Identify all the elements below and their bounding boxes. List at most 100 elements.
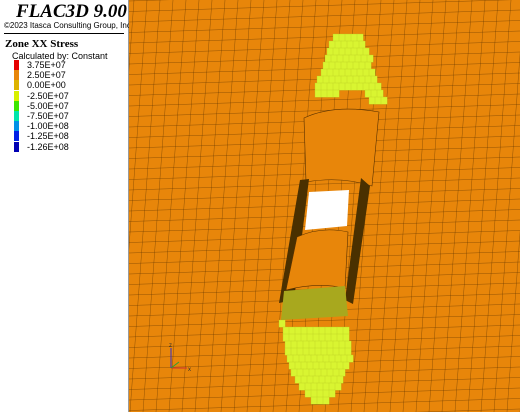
- stress-cell: [322, 61, 330, 70]
- stress-cell: [346, 40, 354, 49]
- stress-cell: [332, 368, 340, 377]
- stress-cell: [320, 68, 328, 77]
- mesh-line: [480, 0, 512, 412]
- stress-cell: [358, 40, 366, 49]
- stress-cell: [350, 47, 358, 56]
- stress-cell: [312, 326, 320, 335]
- legend-value-label: -2.50E+07: [27, 90, 69, 101]
- stress-cell: [358, 75, 366, 84]
- mesh-line: [129, 0, 135, 73]
- stress-cell: [294, 375, 302, 384]
- mesh-line: [441, 0, 473, 412]
- stress-cell: [332, 68, 340, 77]
- mesh-line: [493, 51, 520, 412]
- stress-cell: [284, 340, 292, 349]
- mesh-line: [414, 408, 520, 412]
- mesh-line: [246, 0, 278, 412]
- stress-cell: [328, 40, 336, 49]
- legend-swatch: [14, 131, 19, 142]
- stress-cell: [364, 61, 372, 70]
- stress-cell: [336, 375, 344, 384]
- stress-cell: [324, 54, 332, 63]
- stress-cell: [330, 54, 338, 63]
- stress-cell: [348, 54, 356, 63]
- legend-value-label: 2.50E+07: [27, 70, 66, 81]
- stress-cell: [300, 361, 308, 370]
- stress-cell: [334, 75, 342, 84]
- stress-cell: [304, 354, 312, 363]
- excavation-shaft-left-wall: [279, 179, 309, 303]
- stress-cell: [340, 354, 348, 363]
- stress-cell: [296, 368, 304, 377]
- stress-cell: [310, 396, 318, 405]
- stress-cell: [278, 319, 286, 328]
- stress-cell: [304, 389, 312, 398]
- mesh-line: [129, 20, 520, 33]
- model-scene[interactable]: z x: [129, 0, 520, 412]
- stress-cell: [288, 361, 296, 370]
- stress-cell: [346, 354, 354, 363]
- stress-cell: [332, 82, 340, 91]
- stress-cell: [302, 340, 310, 349]
- stress-cell: [334, 40, 342, 49]
- legend-value-label: -5.00E+07: [27, 100, 69, 111]
- stress-cell: [338, 347, 346, 356]
- stress-cell: [324, 333, 332, 342]
- stress-cell: [370, 75, 378, 84]
- stress-cell: [322, 382, 330, 391]
- stress-cell: [340, 61, 348, 70]
- stress-cell: [344, 33, 352, 42]
- stress-cell: [324, 361, 332, 370]
- mesh-line: [129, 314, 520, 327]
- legend-swatch: [14, 100, 19, 111]
- stress-cell: [308, 340, 316, 349]
- stress-cell: [330, 326, 338, 335]
- stress-cell: [294, 326, 302, 335]
- stress-cell: [344, 47, 352, 56]
- stress-cell: [282, 326, 290, 335]
- mesh-line: [168, 0, 200, 412]
- stress-cell: [288, 333, 296, 342]
- mesh-line: [129, 30, 520, 44]
- stress-cell: [306, 361, 314, 370]
- stress-cell: [342, 361, 350, 370]
- stress-cell: [316, 396, 324, 405]
- stress-cell: [322, 396, 330, 405]
- legend-swatch: [14, 90, 19, 101]
- legend-value-label: 3.75E+07: [27, 60, 66, 70]
- stress-cell: [354, 54, 362, 63]
- stress-cell: [350, 68, 358, 77]
- stress-cell: [338, 340, 346, 349]
- stress-cell: [314, 89, 322, 98]
- mesh-line: [129, 0, 512, 12]
- stress-cell: [328, 61, 336, 70]
- stress-cell: [368, 82, 376, 91]
- stress-cell: [350, 33, 358, 42]
- stress-cell: [300, 375, 308, 384]
- stress-cell: [314, 82, 322, 91]
- app-title: FLAC3D 9.00: [16, 1, 127, 22]
- stress-cell: [356, 68, 364, 77]
- mesh-line: [402, 0, 434, 412]
- stress-cell: [312, 375, 320, 384]
- stress-cell: [316, 382, 324, 391]
- mesh-line: [129, 0, 161, 412]
- model-viewport[interactable]: z x: [129, 0, 520, 412]
- legend-panel: FLAC3D 9.00 ©2023 Itasca Consulting Grou…: [0, 0, 133, 412]
- stress-cell: [376, 89, 384, 98]
- mesh-line: [363, 0, 395, 412]
- mesh-line: [129, 93, 520, 107]
- mesh-line: [129, 9, 520, 23]
- mesh-line: [389, 0, 421, 412]
- stress-cell: [322, 389, 330, 398]
- stress-cell: [312, 333, 320, 342]
- stress-cell: [338, 33, 346, 42]
- stress-cell: [318, 361, 326, 370]
- stress-cell: [330, 333, 338, 342]
- stress-cell: [344, 347, 352, 356]
- stress-cell: [364, 89, 372, 98]
- stress-cell: [324, 375, 332, 384]
- stress-cell: [334, 354, 342, 363]
- mesh-line: [194, 0, 226, 412]
- stress-cell: [318, 333, 326, 342]
